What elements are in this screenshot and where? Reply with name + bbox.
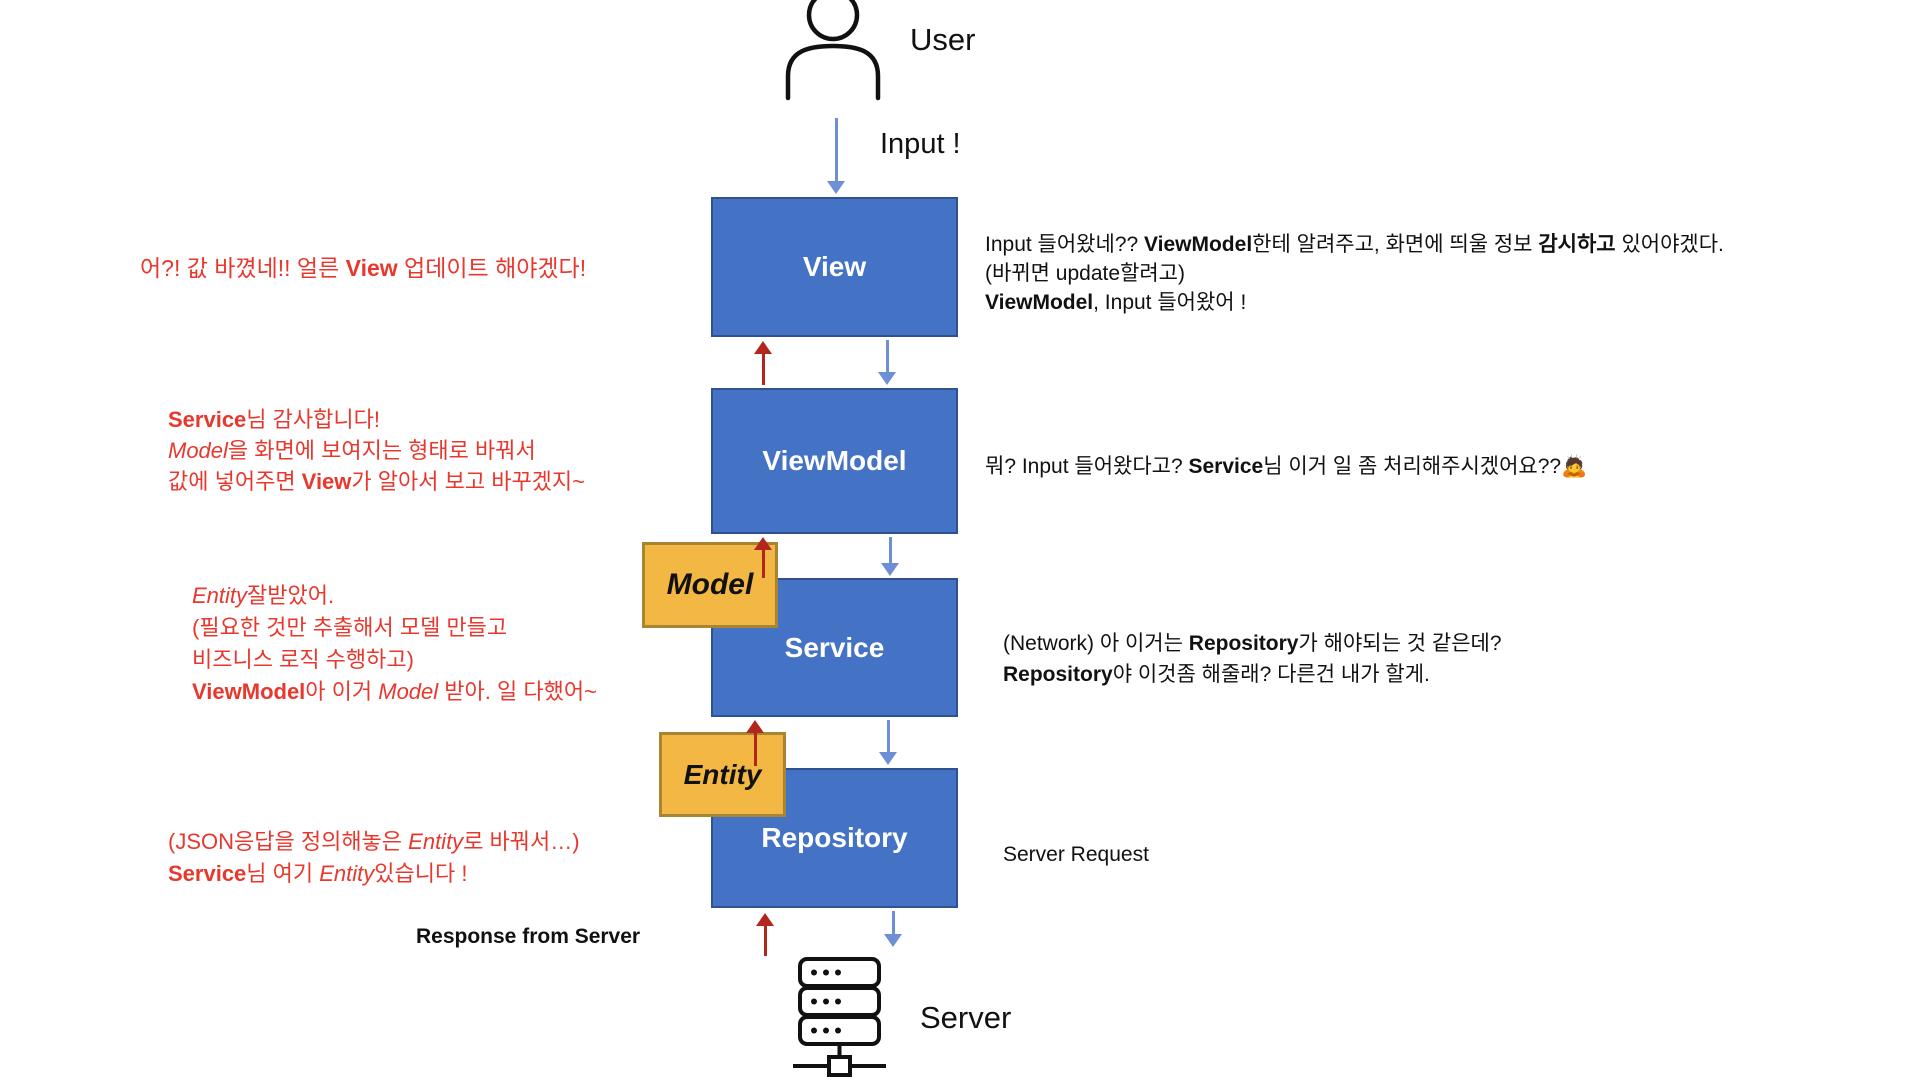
layer-box-service-label: Service: [784, 631, 885, 663]
layer-box-repository: Repository: [711, 768, 958, 908]
user-label: User: [910, 22, 976, 57]
layer-box-viewmodel: ViewModel: [711, 388, 958, 534]
data-box-model: Model: [642, 542, 778, 628]
note-viewmodel-right: 뭐? Input 들어왔다고? Service님 이거 일 좀 처리해주시겠어요…: [985, 455, 1588, 478]
note-repository-left: (JSON응답을 정의해놓은 Entity로 바꿔서…)Service님 여기 …: [168, 829, 580, 886]
arrow-head: [754, 341, 772, 354]
arrow-head: [827, 181, 845, 194]
arrow-head: [756, 913, 774, 926]
arrow-head: [879, 752, 897, 765]
arrow-shaft: [761, 352, 765, 385]
data-box-entity-label: Entity: [683, 758, 762, 790]
arrow-head: [884, 934, 902, 947]
response-from-server-label: Response from Server: [416, 925, 641, 948]
arrow-shaft: [891, 911, 895, 936]
layer-box-view: View: [711, 197, 958, 337]
arrow-shaft: [753, 731, 757, 766]
layer-box-view-label: View: [802, 251, 867, 282]
layer-box-repository-label: Repository: [761, 822, 908, 853]
server-icon: [787, 956, 892, 1078]
note-view-right: Input 들어왔네?? ViewModel한테 알려주고, 화면에 띄울 정보…: [985, 233, 1724, 314]
user-icon: [778, 0, 888, 102]
arrow-head: [746, 720, 764, 733]
input-label: Input !: [880, 128, 961, 160]
arrow-head: [878, 372, 896, 385]
layer-box-viewmodel-label: ViewModel: [762, 445, 907, 476]
arrow-shaft: [886, 720, 890, 754]
arrow-shaft: [885, 340, 889, 374]
arrow-head: [881, 563, 899, 576]
arrow-shaft: [888, 537, 892, 565]
arrow-shaft: [763, 924, 767, 956]
arrow-head: [754, 537, 772, 550]
data-box-model-label: Model: [666, 568, 754, 601]
note-service-right: (Network) 아 이거는 Repository가 해야되는 것 같은데?R…: [1003, 632, 1502, 686]
data-box-entity: Entity: [659, 732, 786, 817]
arrow-shaft: [834, 118, 838, 183]
arrow-shaft: [761, 548, 765, 578]
server-request-label: Server Request: [1003, 843, 1149, 866]
note-view-left: 어?! 값 바꼈네!! 얼른 View 업데이트 해야겠다!: [140, 255, 587, 281]
server-label: Server: [920, 1000, 1012, 1035]
